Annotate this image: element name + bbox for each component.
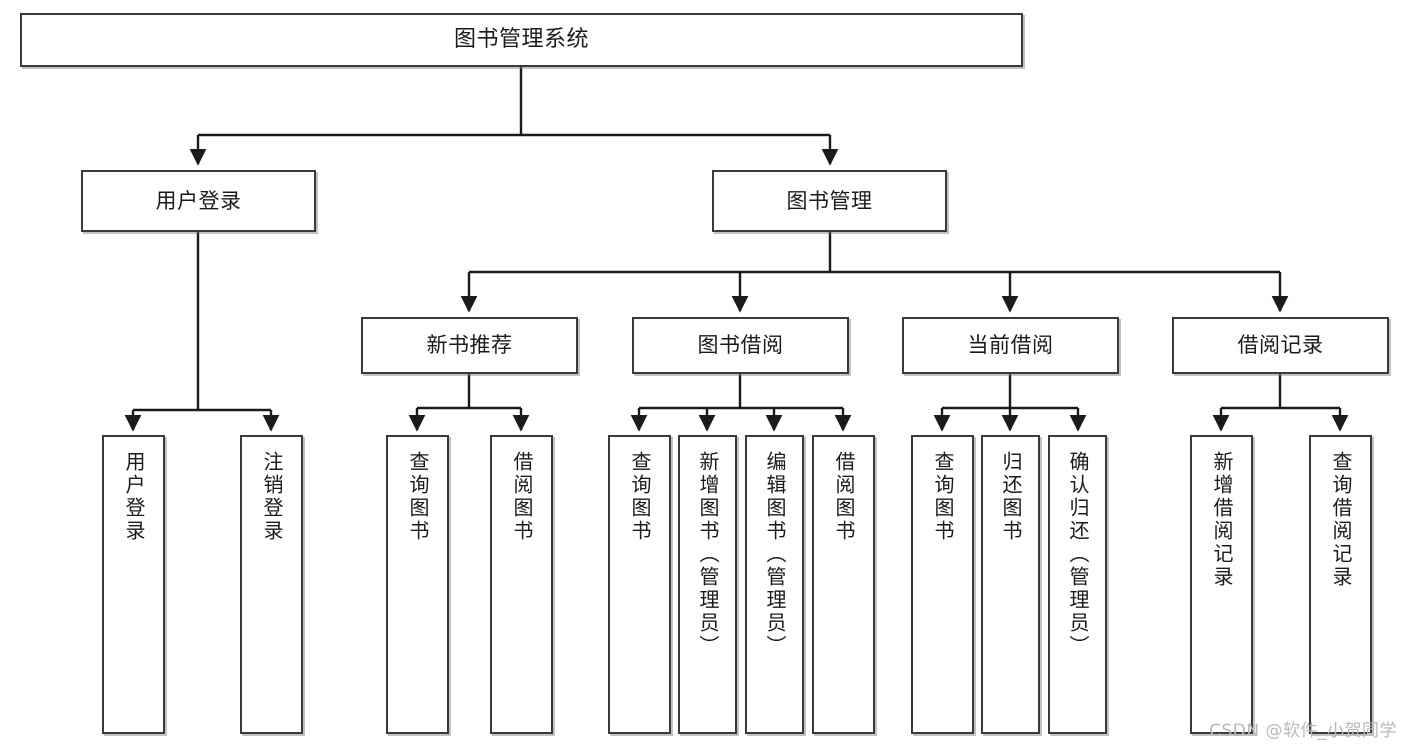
node-leaf-new-book-2[interactable]: 借阅图书 xyxy=(490,435,553,734)
node-leaf-borrow-record-1[interactable]: 新增借阅记录 xyxy=(1190,435,1253,734)
node-new-book[interactable]: 新书推荐 xyxy=(361,317,578,374)
node-leaf-book-borrow-2[interactable]: 新增图书（管理员） xyxy=(678,435,737,734)
node-root-label: 图书管理系统 xyxy=(453,27,589,53)
node-leaf-label: 用户登录 xyxy=(122,451,146,543)
node-leaf-label: 注销登录 xyxy=(260,451,284,543)
node-borrow-record[interactable]: 借阅记录 xyxy=(1172,317,1389,374)
node-leaf-user-login-2[interactable]: 注销登录 xyxy=(240,435,303,734)
node-leaf-current-borrow-1[interactable]: 查询图书 xyxy=(911,435,974,734)
node-leaf-label: 归还图书 xyxy=(999,451,1023,543)
node-current-borrow-label: 当前借阅 xyxy=(967,333,1054,358)
watermark-text: CSDN @软件_小贺同学 xyxy=(1209,721,1397,741)
node-leaf-label: 确认归还（管理员） xyxy=(1066,451,1090,658)
node-book-manage-label: 图书管理 xyxy=(786,188,873,213)
node-book-manage[interactable]: 图书管理 xyxy=(712,170,947,232)
node-root[interactable]: 图书管理系统 xyxy=(20,13,1023,67)
node-leaf-book-borrow-3[interactable]: 编辑图书（管理员） xyxy=(745,435,804,734)
node-leaf-user-login-1[interactable]: 用户登录 xyxy=(102,435,165,734)
node-leaf-current-borrow-3[interactable]: 确认归还（管理员） xyxy=(1048,435,1107,734)
node-leaf-label: 编辑图书（管理员） xyxy=(763,451,787,658)
node-leaf-book-borrow-1[interactable]: 查询图书 xyxy=(608,435,671,734)
node-leaf-label: 查询借阅记录 xyxy=(1329,451,1353,589)
node-user-login-label: 用户登录 xyxy=(155,188,242,213)
node-new-book-label: 新书推荐 xyxy=(426,333,513,358)
node-book-borrow-label: 图书借阅 xyxy=(697,333,784,358)
node-user-login[interactable]: 用户登录 xyxy=(81,170,316,232)
node-borrow-record-label: 借阅记录 xyxy=(1237,333,1324,358)
node-leaf-label: 新增借阅记录 xyxy=(1210,451,1234,589)
node-leaf-current-borrow-2[interactable]: 归还图书 xyxy=(981,435,1040,734)
node-current-borrow[interactable]: 当前借阅 xyxy=(902,317,1119,374)
node-leaf-book-borrow-4[interactable]: 借阅图书 xyxy=(812,435,875,734)
node-leaf-label: 查询图书 xyxy=(628,451,652,543)
node-leaf-label: 借阅图书 xyxy=(510,451,534,543)
node-leaf-borrow-record-2[interactable]: 查询借阅记录 xyxy=(1309,435,1372,734)
node-leaf-label: 新增图书（管理员） xyxy=(696,451,720,658)
node-leaf-label: 查询图书 xyxy=(406,451,430,543)
node-leaf-label: 查询图书 xyxy=(931,451,955,543)
node-leaf-new-book-1[interactable]: 查询图书 xyxy=(386,435,449,734)
node-book-borrow[interactable]: 图书借阅 xyxy=(632,317,849,374)
node-leaf-label: 借阅图书 xyxy=(832,451,856,543)
